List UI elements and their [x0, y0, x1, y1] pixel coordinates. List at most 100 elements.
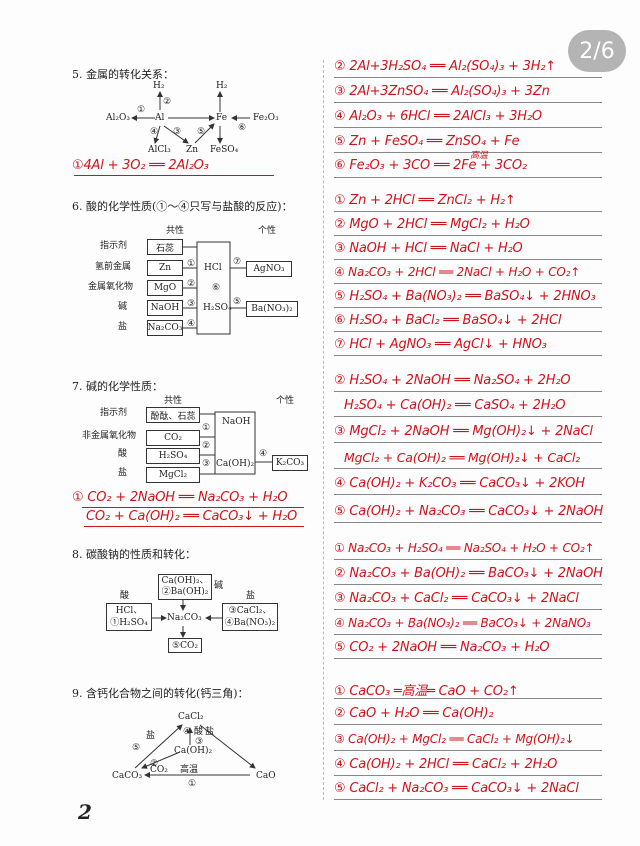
s9-eq2: ② CaO + H₂O ══ Ca(OH)₂ [334, 706, 494, 721]
guide-line [334, 724, 602, 725]
s6-mark-5: ⑤ [233, 297, 242, 307]
s6-box-zn: Zn [147, 260, 183, 276]
s6-label-indicator: 指示剂 [100, 241, 128, 251]
mark-2: ② [163, 97, 172, 107]
s7-box-indicator: 酚酞、石蕊 [146, 407, 200, 423]
s9-mark-5: ⑤ [132, 743, 141, 753]
s6-eq1: ① Zn + 2HCl ══ ZnCl₂ + H₂↑ [334, 193, 516, 208]
s7-label-oxide: 非金属氧化物 [82, 431, 137, 441]
guide-line [334, 799, 602, 800]
node-h2-fe: H₂ [216, 81, 228, 91]
s7-eq5: ⑤ Ca(OH)₂ + Na₂CO₃ ══ CaCO₃↓ + 2NaOH [334, 504, 604, 519]
guide-line [334, 331, 602, 332]
node-al2o3: Al₂O₃ [106, 113, 130, 123]
guide-line [334, 177, 602, 178]
s9-mark-4: ④ [183, 727, 192, 737]
s6-gongxing: 共性 [166, 226, 185, 236]
section-7-title: 7. 碱的化学性质： [72, 380, 163, 393]
page-number: 2 [78, 800, 92, 824]
guide-line [334, 102, 602, 103]
s7-mark-3: ③ [202, 459, 211, 469]
mark-3: ③ [173, 127, 182, 137]
s9-mark-1: ① [188, 779, 197, 789]
s5-eq5: ⑤ Zn + FeSO₄ ══ ZnSO₄ + Fe [334, 134, 520, 149]
s6-hcl: HCl [204, 263, 222, 273]
guide-line [334, 152, 602, 153]
mark-6: ⑥ [238, 123, 247, 133]
s6-eq6: ⑥ H₂SO₄ + BaCl₂ ══ BaSO₄↓ + 2HCl [334, 313, 562, 328]
section-8-title: 8. 碳酸钠的性质和转化： [72, 548, 196, 561]
s8-eq5: ⑤ CO₂ + 2NaOH ══ Na₂CO₃ + H₂O [334, 640, 550, 655]
guide-line [334, 235, 602, 236]
node-al: Al [155, 113, 165, 123]
guide-line [334, 634, 602, 635]
s9-node-caoh2: Ca(OH)₂ [174, 746, 213, 756]
mark-4: ④ [150, 127, 159, 137]
node-fe: Fe [216, 113, 228, 123]
s9-eq1: ① CaCO₃ ═高温═ CaO + CO₂↑ [334, 684, 519, 699]
s7-gongxing: 共性 [164, 396, 183, 406]
node-alcl3: AlCl₃ [148, 145, 171, 155]
s8-eq4: ④ Na₂CO₃ + Ba(NO₃)₂ ══ BaCO₃↓ + 2NaNO₃ [334, 616, 591, 630]
s6-mark-7: ⑦ [233, 257, 242, 267]
s6-box-bano3: Ba(NO₃)₂ [246, 301, 298, 317]
s8-eq2: ② Na₂CO₃ + Ba(OH)₂ ══ BaCO₃↓ + 2NaOH [334, 566, 603, 581]
s7-eq3b: MgCl₂ + Ca(OH)₂ ══ Mg(OH)₂↓ + CaCl₂ [344, 450, 580, 465]
section-9-title: 9. 含钙化合物之间的转化(钙三角)： [72, 687, 249, 700]
s7-eq1a-underline [82, 507, 304, 508]
s9-eq5: ⑤ CaCl₂ + Na₂CO₃ ══ CaCO₃↓ + 2NaCl [334, 781, 579, 796]
s5-eq1-underline [74, 175, 274, 176]
s5-eq1: ①4Al + 3O₂ ══ 2Al₂O₃ [72, 158, 209, 173]
guide-line [334, 468, 602, 469]
s7-caoh2: Ca(OH)₂ [216, 459, 255, 469]
s9-node-cao: CaO [256, 771, 276, 781]
node-feso4: FeSO₄ [210, 145, 239, 155]
node-zn: Zn [186, 145, 199, 155]
guide-line [334, 259, 602, 260]
margin-divider [323, 60, 324, 800]
guide-line [334, 442, 602, 443]
node-h2: H₂ [153, 81, 165, 91]
guide-line [334, 775, 602, 776]
page-indicator[interactable]: 2/6 [568, 30, 626, 72]
guide-line [334, 559, 602, 560]
s8-eq3: ③ Na₂CO₃ + CaCl₂ ══ CaCO₃↓ + 2NaCl [334, 591, 579, 606]
s6-mark-2: ② [187, 279, 196, 289]
s5-eq3: ③ 2Al+3ZnSO₄ ══ Al₂(SO₄)₃ + 3Zn [334, 84, 550, 99]
s7-mark-1: ① [202, 423, 211, 433]
mark-1: ① [137, 105, 146, 115]
s6-eq7: ⑦ HCl + AgNO₃ ══ AgCl↓ + HNO₃ [334, 337, 547, 352]
guide-line [334, 211, 602, 212]
s6-label-salt: 盐 [118, 322, 128, 332]
s7-box-k2co3: K₂CO₃ [272, 455, 308, 471]
s9-label-yan2: 盐 [146, 731, 156, 741]
guide-line [334, 77, 602, 78]
section-5-title: 5. 金属的转化关系： [72, 68, 174, 81]
s6-mark-4: ④ [187, 319, 196, 329]
guide-line [334, 584, 602, 585]
mark-5: ⑤ [197, 127, 206, 137]
s7-eq2b: H₂SO₄ + Ca(OH)₂ ══ CaSO₄ + 2H₂O [344, 398, 566, 413]
s6-mark-3: ③ [187, 299, 196, 309]
guide-line [334, 127, 602, 128]
s6-box-agno3: AgNO₃ [246, 261, 292, 277]
s8-eq1: ① Na₂CO₃ + H₂SO₄ ══ Na₂SO₄ + H₂O + CO₂↑ [334, 541, 595, 555]
s8-center: Na₂CO₃ [167, 613, 202, 623]
guide-line [334, 283, 602, 284]
s5-cond-gaowen: 高温 [470, 151, 488, 161]
guide-line [334, 522, 602, 523]
s8-label-jian: 碱 [214, 581, 224, 591]
s6-box-naoh: NaOH [147, 300, 183, 316]
guide-line [334, 416, 602, 417]
section-6-title: 6. 酸的化学性质(①～④只写与盐酸的反应)： [72, 200, 293, 213]
s9-label-co2: CO₂ [150, 765, 168, 775]
s7-eq2: ② H₂SO₄ + 2NaOH ══ Na₂SO₄ + 2H₂O [334, 373, 571, 388]
s8-box-co2: ⑤CO₂ [168, 638, 202, 653]
s9-node-caco3: CaCO₃ [112, 771, 143, 781]
s8-box-salts: ③CaCl₂、④Ba(NO₃)₂ [222, 603, 278, 631]
s5-eq6: ⑥ Fe₂O₃ + 3CO ══ 2Fe + 3CO₂ [334, 158, 527, 173]
s8-box-acids: HCl、①H₂SO₄ [106, 603, 152, 631]
s8-box-bases: Ca(OH)₂、②Ba(OH)₂ [158, 574, 212, 600]
s7-gexing: 个性 [276, 396, 295, 406]
